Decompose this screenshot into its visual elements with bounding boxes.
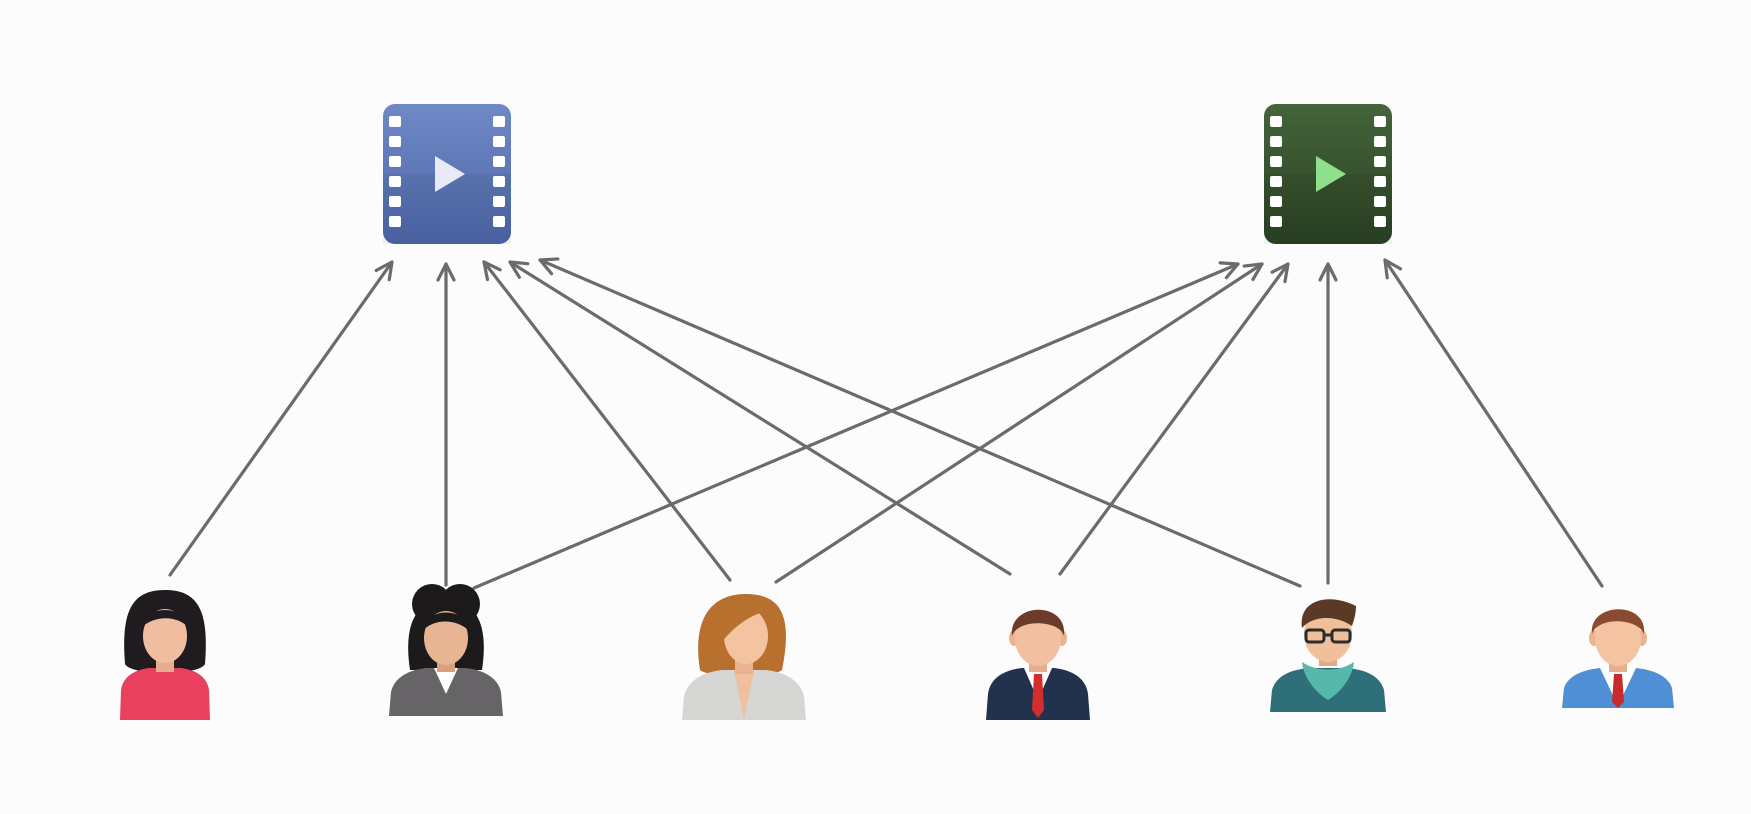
arrow-user-3-to-video-2 xyxy=(774,262,1264,584)
woman-pink-avatar-icon xyxy=(120,590,210,720)
businesswoman-avatar-icon xyxy=(389,584,503,716)
arrow-user-5-to-video-1 xyxy=(538,257,1302,588)
video-1-icon xyxy=(383,104,511,244)
arrow-user-3-to-video-1 xyxy=(482,260,732,582)
arrow-user-4-to-video-1 xyxy=(508,260,1012,576)
watch-arrows xyxy=(168,257,1604,590)
blonde-woman-avatar-icon xyxy=(682,594,806,720)
arrow-user-4-to-video-2 xyxy=(1058,262,1290,576)
play-icon xyxy=(1316,156,1346,192)
video-2-icon xyxy=(1264,104,1392,244)
arrow-user-1-to-video-1 xyxy=(168,260,394,577)
play-icon xyxy=(435,156,465,192)
man-blue-shirt-avatar-icon xyxy=(1562,609,1674,708)
man-glasses-scarf-avatar-icon xyxy=(1270,599,1386,712)
businessman-avatar-icon xyxy=(986,609,1090,720)
arrow-user-6-to-video-2 xyxy=(1383,258,1604,588)
arrow-user-2-to-video-2 xyxy=(472,261,1240,590)
